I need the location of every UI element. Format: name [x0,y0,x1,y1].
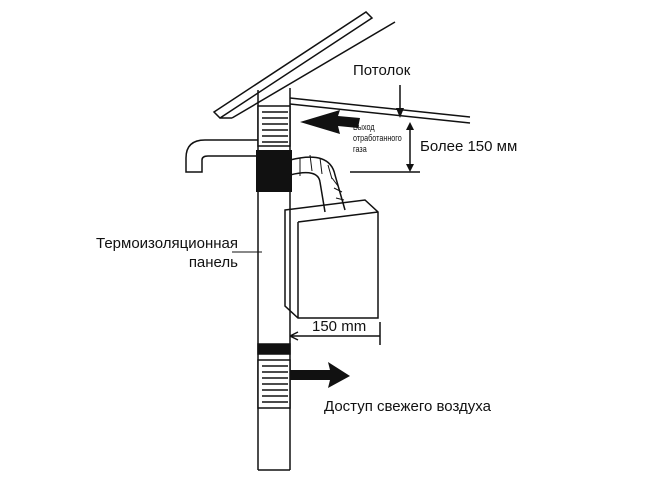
boiler [284,199,379,319]
insulation-band [256,150,292,192]
bottom-grille [257,343,291,409]
side-distance-label: 150 mm [312,318,367,335]
fresh-air-arrow [290,362,350,388]
flex-hose [289,156,346,213]
insulation-label-line2: панель [188,254,238,271]
exhaust-label-line1: Выход [353,122,375,132]
ceiling-line [289,97,471,124]
ceiling-distance-label: Более 150 мм [420,138,518,155]
fresh-air-label: Доступ свежего воздуха [324,398,491,415]
ceiling-label: Потолок [353,62,411,79]
insulation-panel-label: Термоизоляционная панель [96,234,238,272]
insulation-label-line1: Термоизоляционная [96,235,238,252]
ceiling-dimension [350,125,420,173]
exhaust-pipe [185,139,258,173]
exhaust-gas-label: Выход отработанного газа [353,122,402,155]
exhaust-arrow [300,110,360,134]
exhaust-label-line3: газа [353,144,367,154]
roof [212,11,396,119]
side-dimension [289,322,381,345]
exhaust-label-line2: отработанного [353,133,402,143]
top-grille [257,105,291,147]
